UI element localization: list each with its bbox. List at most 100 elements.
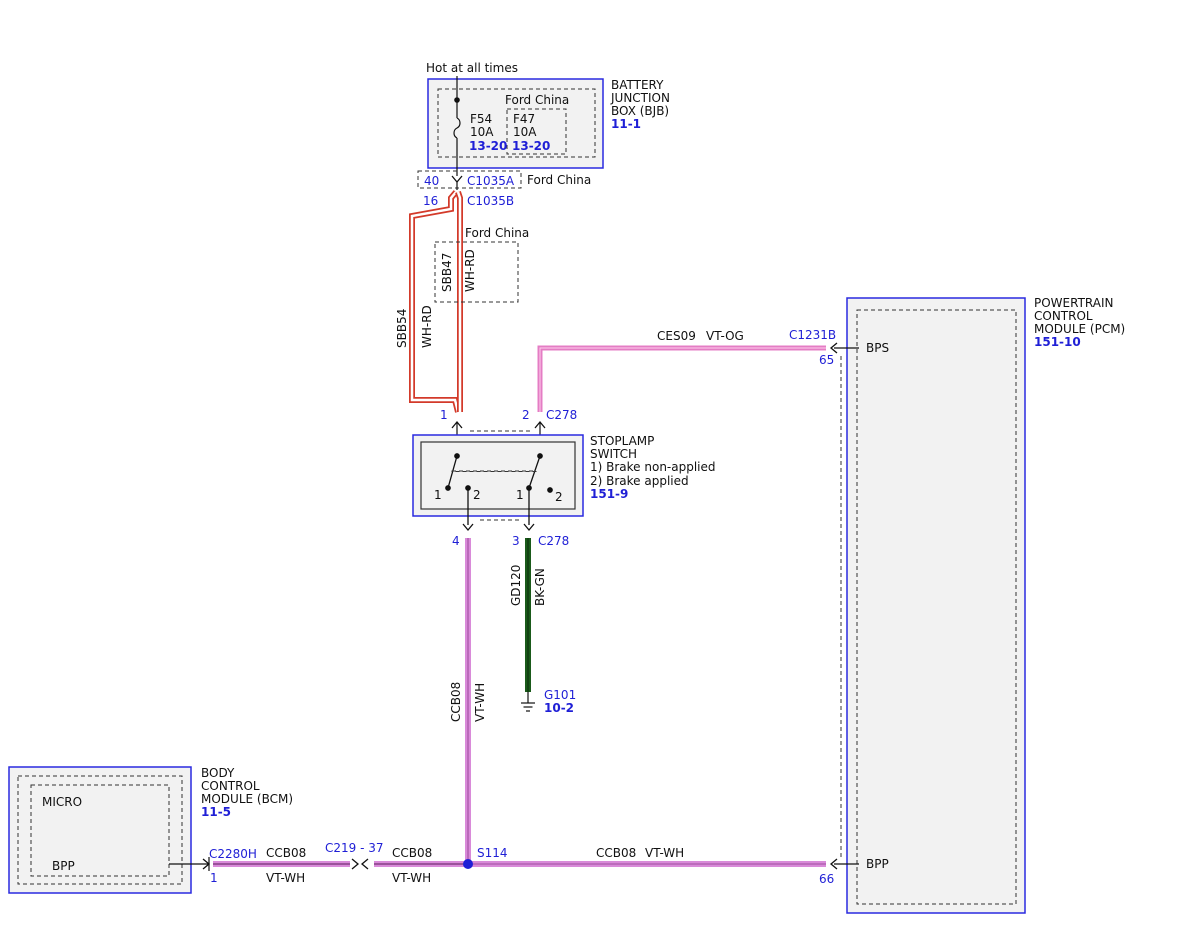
- fuse-f54-ref: 13-20: [469, 139, 507, 153]
- bjb-inner-dashed: [437, 88, 596, 158]
- stoplamp-ref: 151-9: [590, 487, 628, 501]
- fuse-f54-rating: 10A: [470, 125, 494, 139]
- wire-sbb47: [455, 191, 463, 412]
- stoplamp-switch: 1 2 1 2 STOPLAMP SWITCH 1) Brake non-app…: [412, 434, 716, 525]
- seg2-color: VT-WH: [392, 871, 431, 885]
- splice-s114-label: S114: [477, 846, 508, 860]
- pcm-bps-arrow: [829, 342, 838, 354]
- sbb54-color: WH-RD: [420, 305, 434, 348]
- vertical-ccb08-circuit: CCB08: [449, 682, 463, 722]
- bjb-name-line-3: BOX (BJB): [611, 104, 669, 118]
- vertical-ccb08-color: VT-WH: [473, 683, 487, 722]
- c1035a-note: Ford China: [527, 173, 591, 187]
- wire-sbb54: [409, 190, 461, 413]
- bcm-dashed-1: [17, 775, 183, 885]
- c1035a-name: C1035A: [467, 174, 515, 188]
- c278-bottom-name: C278: [538, 534, 569, 548]
- c278-top-name: C278: [546, 408, 577, 422]
- sbb47-circuit: SBB47: [440, 253, 454, 292]
- pcm-c1231b: C1231B: [789, 328, 836, 342]
- ford-china-label: Ford China: [465, 226, 529, 240]
- stoplamp-name-line-1: STOPLAMP: [590, 434, 654, 448]
- pcm-bpp-arrow: [829, 858, 838, 870]
- stoplamp-state-2: 2) Brake applied: [590, 474, 689, 488]
- bcm-micro-label: MICRO: [42, 795, 82, 809]
- ford-china-dashed: [434, 241, 519, 303]
- splice-s114-dot: [463, 859, 473, 869]
- bjb-ref: 11-1: [611, 117, 641, 131]
- ford-china-box: Ford China SBB47 WH-RD: [434, 226, 529, 303]
- contact-label-2b: 2: [555, 490, 563, 504]
- bcm-name-line-2: CONTROL: [201, 779, 260, 793]
- bjb-region-label: Ford China: [505, 93, 569, 107]
- fuse-f47-id: F47: [513, 112, 535, 126]
- ces09-color: VT-OG: [706, 329, 744, 343]
- c219-inline-connector: [351, 858, 369, 870]
- stoplamp-name-line-2: SWITCH: [590, 447, 637, 461]
- seg3-color: VT-WH: [645, 846, 684, 860]
- c278-bottom-pin3: 3: [512, 534, 520, 548]
- c219-label: C219 - 37: [325, 841, 384, 855]
- battery-junction-box: Ford China F54 10A 13-20 F47 10A 13-20 B…: [427, 78, 670, 169]
- hot-at-all-times-label: Hot at all times: [426, 61, 518, 75]
- fuse-f47-rating: 10A: [513, 125, 537, 139]
- c1035a-dashed: [417, 170, 522, 189]
- sbb54-circuit: SBB54: [395, 309, 409, 348]
- c1035b-name: C1035B: [467, 194, 514, 208]
- f47-dashed-box: [506, 108, 567, 155]
- bcm-name-line-3: MODULE (BCM): [201, 792, 293, 806]
- fuse-f47-ref: 13-20: [512, 139, 550, 153]
- switch-link-dashed: [451, 470, 537, 472]
- seg3-circuit: CCB08: [596, 846, 636, 860]
- powertrain-control-module: POWERTRAIN CONTROL MODULE (PCM) 151-10 B…: [789, 296, 1125, 914]
- pcm-name-line-2: CONTROL: [1034, 309, 1093, 323]
- pcm-dashed: [856, 309, 1017, 905]
- c1035a-pin: 40: [424, 174, 439, 188]
- bcm-bpp-pin: BPP: [52, 859, 75, 873]
- pcm-pin-65: 65: [819, 353, 834, 367]
- bcm-connector-name: C2280H: [209, 847, 257, 861]
- contact-label-2a: 2: [473, 488, 481, 502]
- pcm-ref: 151-10: [1034, 335, 1081, 349]
- bcm-outline: [8, 766, 192, 894]
- ground-ref: 10-2: [544, 701, 574, 715]
- c1035-connector: 40 C1035A Ford China 16 C1035B: [417, 170, 591, 208]
- fuse-f54-id: F54: [470, 112, 492, 126]
- pcm-outline: [846, 297, 1026, 914]
- c278-bottom-connector: 4 3 C278: [452, 519, 569, 548]
- gd120-circuit: GD120: [509, 565, 523, 606]
- pcm-name-line-1: POWERTRAIN: [1034, 296, 1114, 310]
- c278-top-pin1: 1: [440, 408, 448, 422]
- contact-label-1a: 1: [434, 488, 442, 502]
- c1035b-pin: 16: [423, 194, 438, 208]
- bjb-name-line-2: JUNCTION: [610, 91, 670, 105]
- seg1-circuit: CCB08: [266, 846, 306, 860]
- pcm-name-line-3: MODULE (PCM): [1034, 322, 1125, 336]
- bcm-dashed-2: [30, 784, 170, 877]
- pcm-bpp-pin: BPP: [866, 857, 889, 871]
- contact-label-1b: 1: [516, 488, 524, 502]
- ces09-circuit: CES09: [657, 329, 696, 343]
- c278-bottom-pin4: 4: [452, 534, 460, 548]
- pcm-pin-66: 66: [819, 872, 834, 886]
- gd120-color: BK-GN: [533, 568, 547, 606]
- wire-ces09: [537, 345, 826, 412]
- stoplamp-inner: [420, 441, 576, 510]
- seg2-circuit: CCB08: [392, 846, 432, 860]
- fuse-f54-symbol: [453, 76, 461, 176]
- switch-contacts: [445, 453, 553, 525]
- bjb-name-line-1: BATTERY: [611, 78, 664, 92]
- bcm-name-line-1: BODY: [201, 766, 235, 780]
- pcm-bps-pin: BPS: [866, 341, 889, 355]
- body-control-module: MICRO BPP BODY CONTROL MODULE (BCM) 11-5…: [8, 766, 293, 894]
- c1035-pin-symbol: [451, 175, 463, 184]
- stoplamp-state-1: 1) Brake non-applied: [590, 460, 716, 474]
- ground-symbol: [521, 692, 535, 712]
- ground-name: G101: [544, 688, 576, 702]
- bcm-connector-pin: 1: [210, 871, 218, 885]
- sbb47-color: WH-RD: [463, 249, 477, 292]
- c278-top-pin2: 2: [522, 408, 530, 422]
- seg1-color: VT-WH: [266, 871, 305, 885]
- bcm-ref: 11-5: [201, 805, 231, 819]
